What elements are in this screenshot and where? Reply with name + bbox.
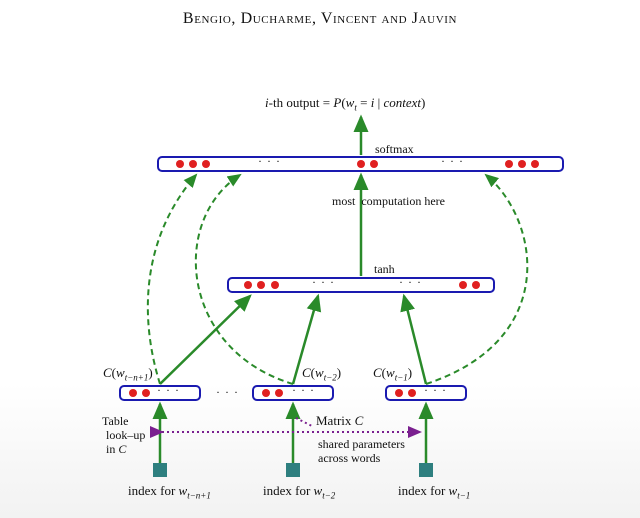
softmax-neurons <box>176 160 539 168</box>
tanh-label: tanh <box>374 262 395 276</box>
embedding-ellipsis-2: · · · <box>292 383 315 397</box>
embedding-box-1 <box>119 385 201 401</box>
index-label-2: index for wt−2 <box>263 483 336 501</box>
hidden-arrows <box>159 293 428 385</box>
embedding-box-3 <box>385 385 467 401</box>
embedding-box-2 <box>252 385 334 401</box>
shared-parameters-label: shared parameters across words <box>318 437 405 465</box>
tanh-ellipsis-1: · · · <box>312 275 335 289</box>
table-lookup-label: Table look–up in C <box>102 414 146 456</box>
softmax-label: softmax <box>375 142 414 156</box>
index-box-2 <box>286 463 300 477</box>
context-label-1: C(wt−n+1) <box>103 365 153 383</box>
direct-connections <box>146 173 529 385</box>
shared-params-line <box>150 417 422 438</box>
tanh-layer <box>227 277 495 293</box>
index-label-3: index for wt−1 <box>398 483 471 501</box>
tanh-ellipsis-2: · · · <box>399 275 422 289</box>
page-header: Bengio, Ducharme, Vincent and Jauvin <box>182 10 458 27</box>
embedding-ellipsis-3: · · · <box>424 383 447 397</box>
most-computation-label: most computation here <box>332 194 445 208</box>
context-label-3: C(wt−1) <box>373 365 413 383</box>
index-label-1: index for wt−n+1 <box>128 483 211 501</box>
index-box-1 <box>153 463 167 477</box>
context-label-2: C(wt−2) <box>302 365 342 383</box>
between-embeddings-ellipsis: · · · <box>216 385 239 399</box>
softmax-ellipsis-2: · · · <box>441 154 464 168</box>
embedding-ellipsis-1: · · · <box>157 383 180 397</box>
tanh-neurons <box>244 281 480 289</box>
softmax-ellipsis-1: · · · <box>258 154 281 168</box>
matrix-c-label: Matrix C <box>316 413 364 428</box>
index-box-3 <box>419 463 433 477</box>
output-label: i-th output = P(wt = i | context) <box>265 95 426 113</box>
embedding-neurons <box>129 389 416 397</box>
